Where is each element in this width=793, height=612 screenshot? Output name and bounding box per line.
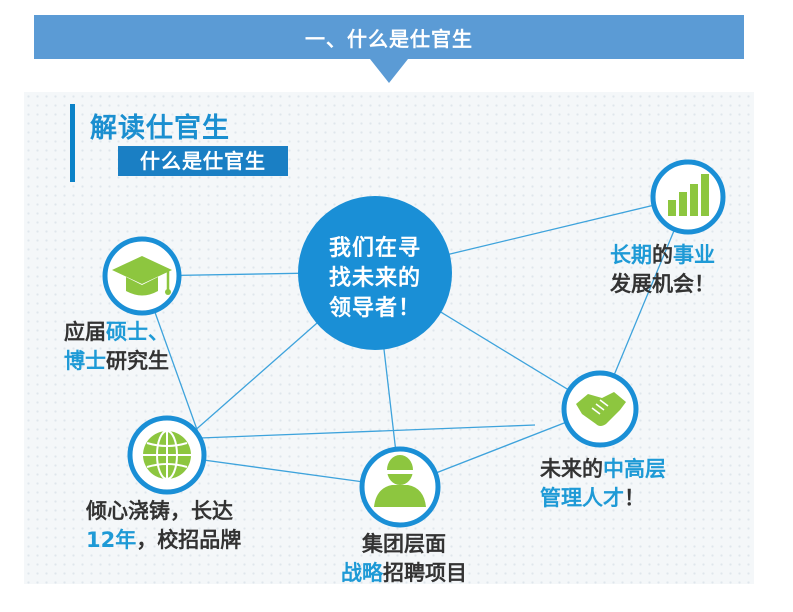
section-title-bar (70, 104, 75, 182)
center-line: 找未来的 (328, 266, 421, 291)
person-icon (359, 446, 441, 528)
bar-chart-icon (650, 159, 726, 235)
graduation-cap-icon (102, 236, 182, 316)
header-banner: 一、什么是仕官生 (34, 15, 744, 59)
globe-icon (127, 415, 207, 495)
campus-label: 倾心浇铸，长达 12年，校招品牌 (86, 499, 242, 552)
header-title: 一、什么是仕官生 (305, 26, 473, 51)
center-line: 我们在寻 (328, 236, 421, 261)
management-label: 未来的中高层 管理人才！ (540, 457, 666, 510)
header-arrow (370, 59, 408, 83)
center-slogan: 我们在寻 找未来的 领导者！ (306, 234, 444, 324)
handshake-icon (561, 370, 639, 448)
graduate-label: 应届硕士、 博士研究生 (64, 320, 169, 373)
career-label: 长期的事业 发展机会！ (610, 243, 715, 296)
strategy-label: 集团层面 战略招聘项目 (341, 532, 467, 585)
center-circle (298, 196, 452, 350)
center-line: 领导者！ (328, 296, 421, 321)
section-title: 解读仕官生 (90, 113, 230, 144)
section-subtitle: 什么是仕官生 (118, 146, 288, 176)
